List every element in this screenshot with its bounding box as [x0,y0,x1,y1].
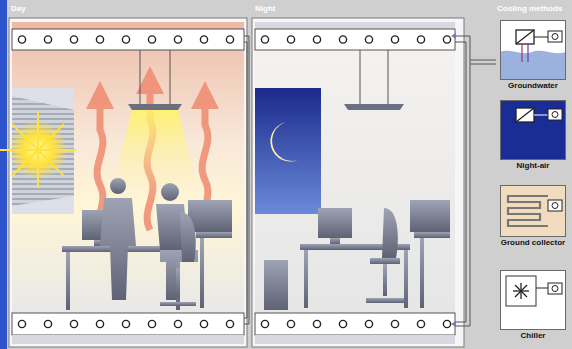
pipe-section [174,36,181,43]
pipe-section [96,320,103,327]
panel-heading: Day [11,4,26,14]
icon-frame [500,20,566,80]
pipe-section [261,320,268,327]
pipe-section [44,320,51,327]
pipe-section [18,36,25,43]
method-name: Night-air [500,160,566,171]
cooling-method-icon: Chiller [500,270,566,341]
pipe-section [339,36,346,43]
pipe-section [287,320,294,327]
pipe-section [443,36,450,43]
pipe-section [287,36,294,43]
pipe-section [200,320,207,327]
icon-frame [500,185,566,237]
pipe-section [443,320,450,327]
pipe-section [70,320,77,327]
pipe-section [313,320,320,327]
pipe-section [226,320,233,327]
pipe-section [148,36,155,43]
icon-frame [500,270,566,330]
pipe-section [18,320,25,327]
pipe-section [391,320,398,327]
cooling-method-icon: Groundwater [500,20,566,91]
method-name: Groundwater [500,80,566,91]
pipe-section [226,36,233,43]
pipe-section [365,36,372,43]
panel-heading: Cooling methods [497,4,562,14]
method-name: Chiller [500,330,566,341]
pipe-section [174,320,181,327]
pipe-section [417,36,424,43]
pipe-section [148,320,155,327]
pipe-section [96,36,103,43]
pipe-section [122,36,129,43]
pipe-section [70,36,77,43]
cooling-method-icon: Ground collector [500,185,567,248]
pipe-section [365,320,372,327]
pipe-section [122,320,129,327]
cooling-method-icon: Night-air [500,100,566,171]
pipe-section [200,36,207,43]
pipe-section [44,36,51,43]
method-name: Ground collector [500,237,567,248]
panel-heading: Night [255,4,275,14]
pipe-section [313,36,320,43]
icon-frame [500,100,566,160]
pipe-section [261,36,268,43]
pipe-section [339,320,346,327]
pipe-section [391,36,398,43]
pipe-section [417,320,424,327]
